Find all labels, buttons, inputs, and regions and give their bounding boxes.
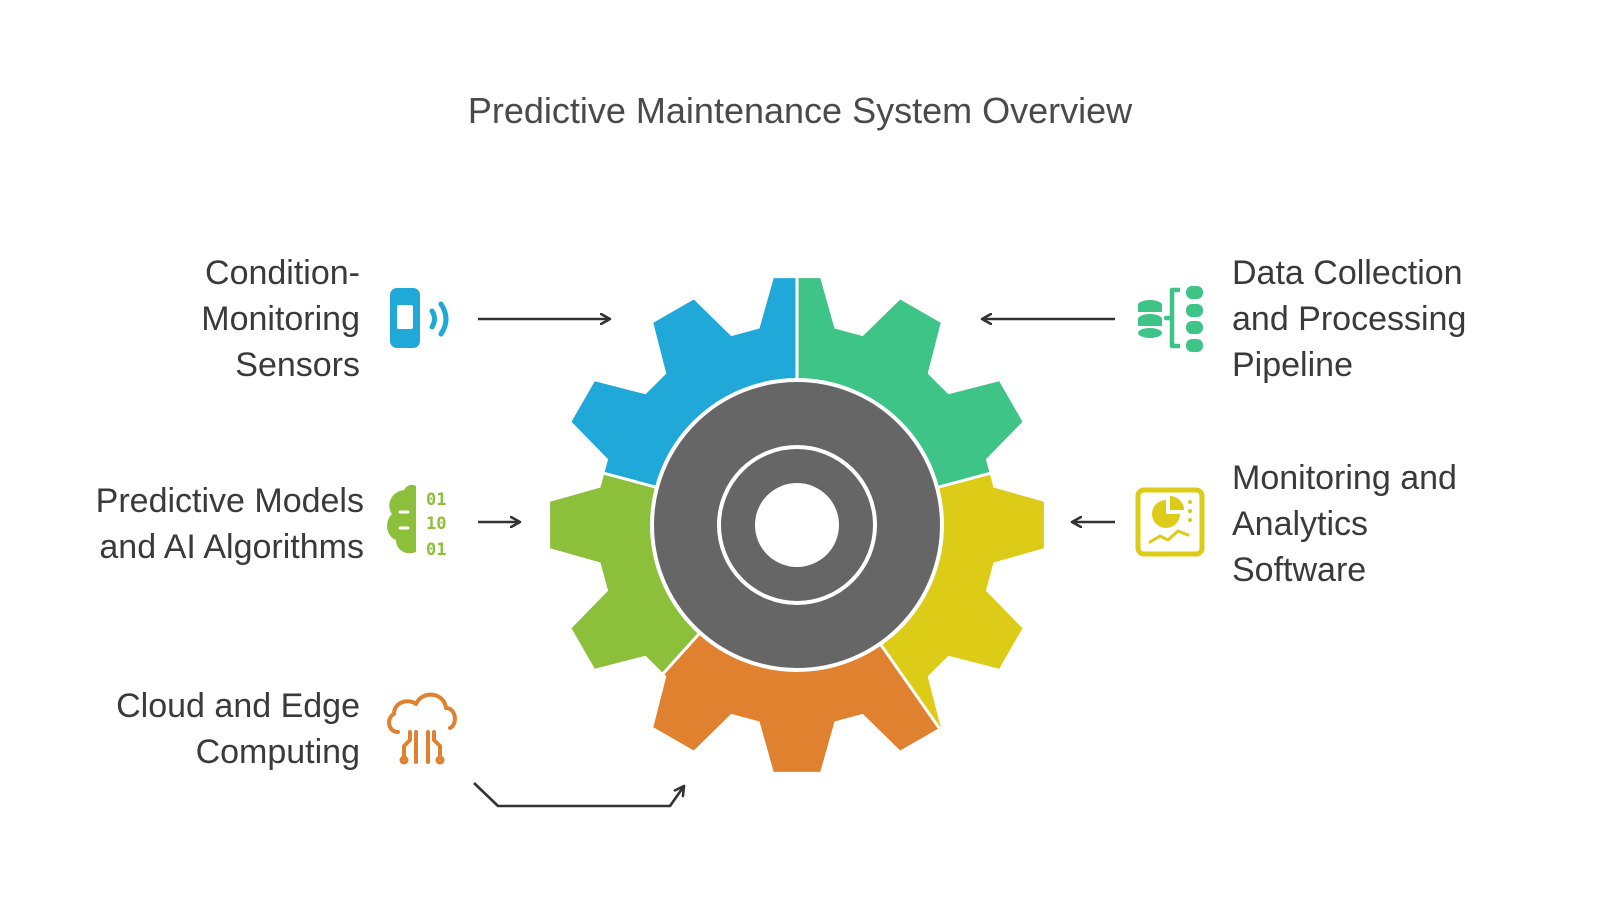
database-pipeline-icon [1138, 286, 1203, 352]
svg-text:01: 01 [426, 540, 446, 560]
analytics-dashboard-icon [1135, 487, 1205, 557]
gear-segment-software [797, 421, 1044, 772]
label-pipeline: Data Collection and Processing Pipeline [1232, 254, 1467, 384]
gear-dividers [545, 265, 1049, 739]
gear-divider [621, 628, 705, 720]
arrow-cloud [473, 782, 684, 808]
gear-divider [545, 456, 663, 491]
label-sensors: Condition- Monitoring Sensors [201, 254, 360, 384]
gear-segment-sensors [550, 278, 797, 525]
hub-inner-ring [717, 445, 877, 605]
gear-segment-models [550, 421, 797, 772]
cloud-circuit-icon [387, 692, 457, 765]
hub-hole [755, 483, 839, 567]
gear-segment-pipeline [797, 278, 1044, 525]
smartwatch-signal-icon [390, 288, 449, 348]
gear-divider [931, 456, 1049, 491]
label-models: Predictive Models and AI Algorithms [95, 482, 364, 566]
gear-divider [876, 638, 948, 739]
brain-binary-icon: 01 10 01 [387, 484, 446, 560]
diagram-title: Predictive Maintenance System Overview [467, 90, 1133, 131]
svg-text:10: 10 [426, 514, 446, 534]
gear [545, 265, 1049, 772]
label-cloud: Cloud and Edge Computing [116, 687, 360, 771]
svg-text:01: 01 [426, 490, 446, 510]
label-software: Monitoring and Analytics Software [1232, 459, 1457, 589]
